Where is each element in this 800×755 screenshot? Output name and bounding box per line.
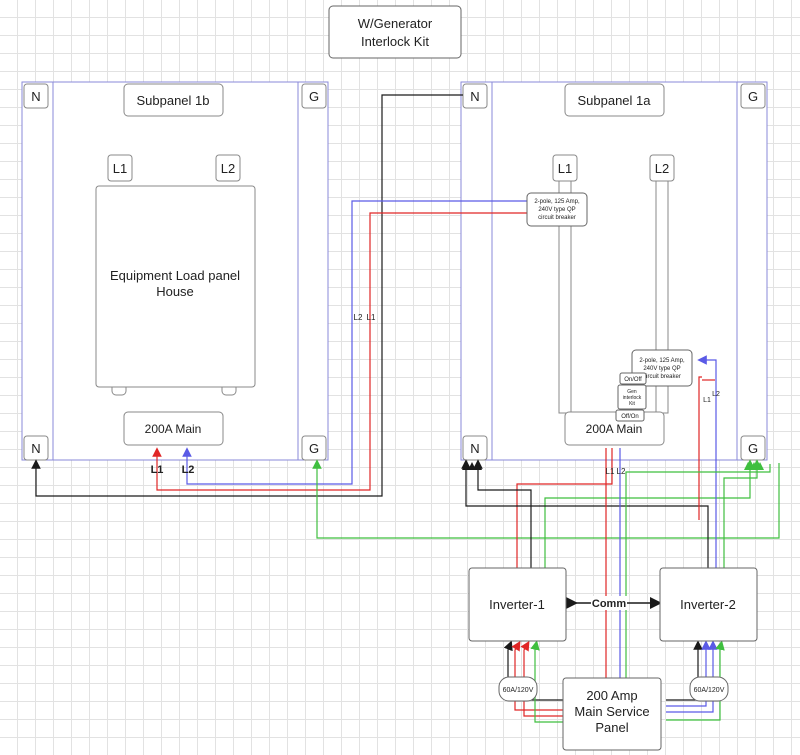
subpanel-1a-l2-bus: [649, 154, 675, 182]
interlock-kit-box: [617, 384, 647, 410]
wire-neutral-1b: [31, 94, 463, 497]
svg-text:200A Main: 200A Main: [145, 422, 202, 436]
feed-label-l2-1b: L2: [182, 464, 195, 476]
inverter-1: Inverter-1: [468, 567, 567, 642]
svg-text:L1: L1: [606, 467, 615, 476]
inverter-2-breaker: 60A/120V: [689, 676, 729, 702]
subpanel-1b: Subpanel 1b N G N G L1 L2 Equipment Load…: [21, 81, 329, 461]
svg-text:240V type QP: 240V type QP: [643, 366, 680, 372]
svg-text:L2: L2: [712, 391, 720, 398]
svg-text:G: G: [748, 441, 758, 456]
subpanel-1b-l1-bus: [107, 154, 133, 182]
wire-inv1-l1: [516, 448, 613, 568]
interlock-onoff-top: [619, 372, 647, 385]
svg-text:L1: L1: [558, 161, 572, 176]
wire-main-ground: [625, 464, 771, 680]
svg-text:60A/120V: 60A/120V: [694, 687, 725, 694]
load-panel-label-1: Equipment Load panel: [110, 268, 240, 283]
svg-text:L2: L2: [655, 161, 669, 176]
subpanel-1a-breaker-top: 2-pole, 125 Amp, 240V type QP circuit br…: [526, 192, 588, 227]
interlock-onoff-bottom: [615, 409, 645, 422]
wire-ground-1b: [312, 459, 780, 539]
svg-text:L2: L2: [221, 161, 235, 176]
svg-text:60A/120V: 60A/120V: [503, 687, 534, 694]
svg-text:interlock: interlock: [623, 395, 642, 401]
subpanel-1b-l2-bus: [215, 154, 241, 182]
subpanel-1a-ground-top: [740, 83, 766, 109]
svg-text:2-pole, 125 Amp,: 2-pole, 125 Amp,: [639, 358, 685, 364]
svg-text:N: N: [470, 89, 479, 104]
load-panel-label-2: House: [156, 284, 194, 299]
subpanel-1a-l1-bus: [552, 154, 578, 182]
subpanel-1a-neutral-top: [462, 83, 488, 109]
feed-label-l1-1b: L1: [151, 464, 164, 476]
wire-inv1-ground: [544, 459, 755, 568]
wire-inv1-in-black: [503, 640, 565, 701]
svg-text:L2: L2: [617, 467, 626, 476]
equipment-load-panel: [95, 185, 256, 388]
svg-text:Kit: Kit: [629, 401, 635, 407]
wire-inv2-in-black: [666, 640, 703, 701]
wire-inv2-ground: [723, 459, 762, 568]
subpanel-1b-title: Subpanel 1b: [136, 93, 209, 108]
wire-inv2-l2: [697, 355, 717, 568]
subpanel-1b-main-breaker: [123, 411, 224, 446]
svg-text:G: G: [748, 89, 758, 104]
subpanel-1a: Subpanel 1a N G N G L1 L2 200A Main: [460, 81, 768, 461]
subpanel-1a-breaker-right: 2-pole, 125 Amp, 240V type QP circuit br…: [631, 349, 693, 387]
svg-text:G: G: [309, 89, 319, 104]
svg-text:200 Amp: 200 Amp: [586, 688, 637, 703]
main-service-panel: 200 Amp Main Service Panel: [562, 677, 662, 751]
subpanel-1a-title: Subpanel 1a: [577, 93, 651, 108]
svg-text:Comm: Comm: [592, 598, 626, 610]
breaker-feed-labels: L1 L2: [703, 391, 720, 404]
svg-text:N: N: [31, 441, 40, 456]
svg-text:Main Service: Main Service: [574, 704, 649, 719]
subpanel-1b-neutral-top: [23, 83, 49, 109]
wire-l2-1b: [182, 200, 527, 485]
svg-text:G: G: [309, 441, 319, 456]
svg-text:circuit breaker: circuit breaker: [538, 215, 576, 221]
wire-inv1-neutral: [473, 459, 532, 568]
title-line-1: W/Generator: [358, 16, 433, 31]
subpanel-1a-feed-labels: L1 L2: [606, 467, 626, 476]
inverter-1-label: Inverter-1: [489, 597, 545, 612]
subpanel-1b-ground-top: [301, 83, 327, 109]
vertical-wire-labels: L2 L1: [354, 313, 376, 322]
subpanel-1a-title-box: [564, 83, 665, 117]
svg-text:Off/On: Off/On: [621, 414, 639, 420]
comm-label: Comm: [591, 596, 627, 610]
svg-text:Panel: Panel: [595, 720, 628, 735]
inverter-2-label: Inverter-2: [680, 597, 736, 612]
svg-text:Gen: Gen: [627, 389, 637, 395]
title-line-2: Interlock Kit: [361, 34, 429, 49]
svg-text:2-pole, 125 Amp,: 2-pole, 125 Amp,: [534, 199, 580, 205]
svg-text:N: N: [470, 441, 479, 456]
inverter-2: Inverter-2: [659, 567, 758, 642]
inverter-1-breaker: 60A/120V: [498, 676, 538, 702]
svg-text:N: N: [31, 89, 40, 104]
svg-text:circuit breaker: circuit breaker: [643, 374, 681, 380]
subpanel-1b-title-box: [123, 83, 224, 117]
svg-text:On/Off: On/Off: [624, 377, 642, 383]
svg-text:240V type QP: 240V type QP: [538, 207, 575, 213]
svg-text:200A Main: 200A Main: [586, 422, 643, 436]
svg-text:L1: L1: [113, 161, 127, 176]
generator-interlock-kit: On/Off Gen interlock Kit Off/On: [615, 372, 647, 422]
wire-label-l2: L2: [354, 313, 363, 322]
svg-text:L1: L1: [703, 397, 711, 404]
title-box: W/Generator Interlock Kit: [328, 5, 462, 59]
subpanel-1a-arrowheads: [462, 462, 764, 470]
wire-label-l1: L1: [367, 313, 376, 322]
subpanel-1b-feed-labels: L1 L2: [151, 464, 195, 476]
wire-inv2-neutral: [461, 459, 709, 568]
wire-l1-1b: [152, 212, 527, 491]
